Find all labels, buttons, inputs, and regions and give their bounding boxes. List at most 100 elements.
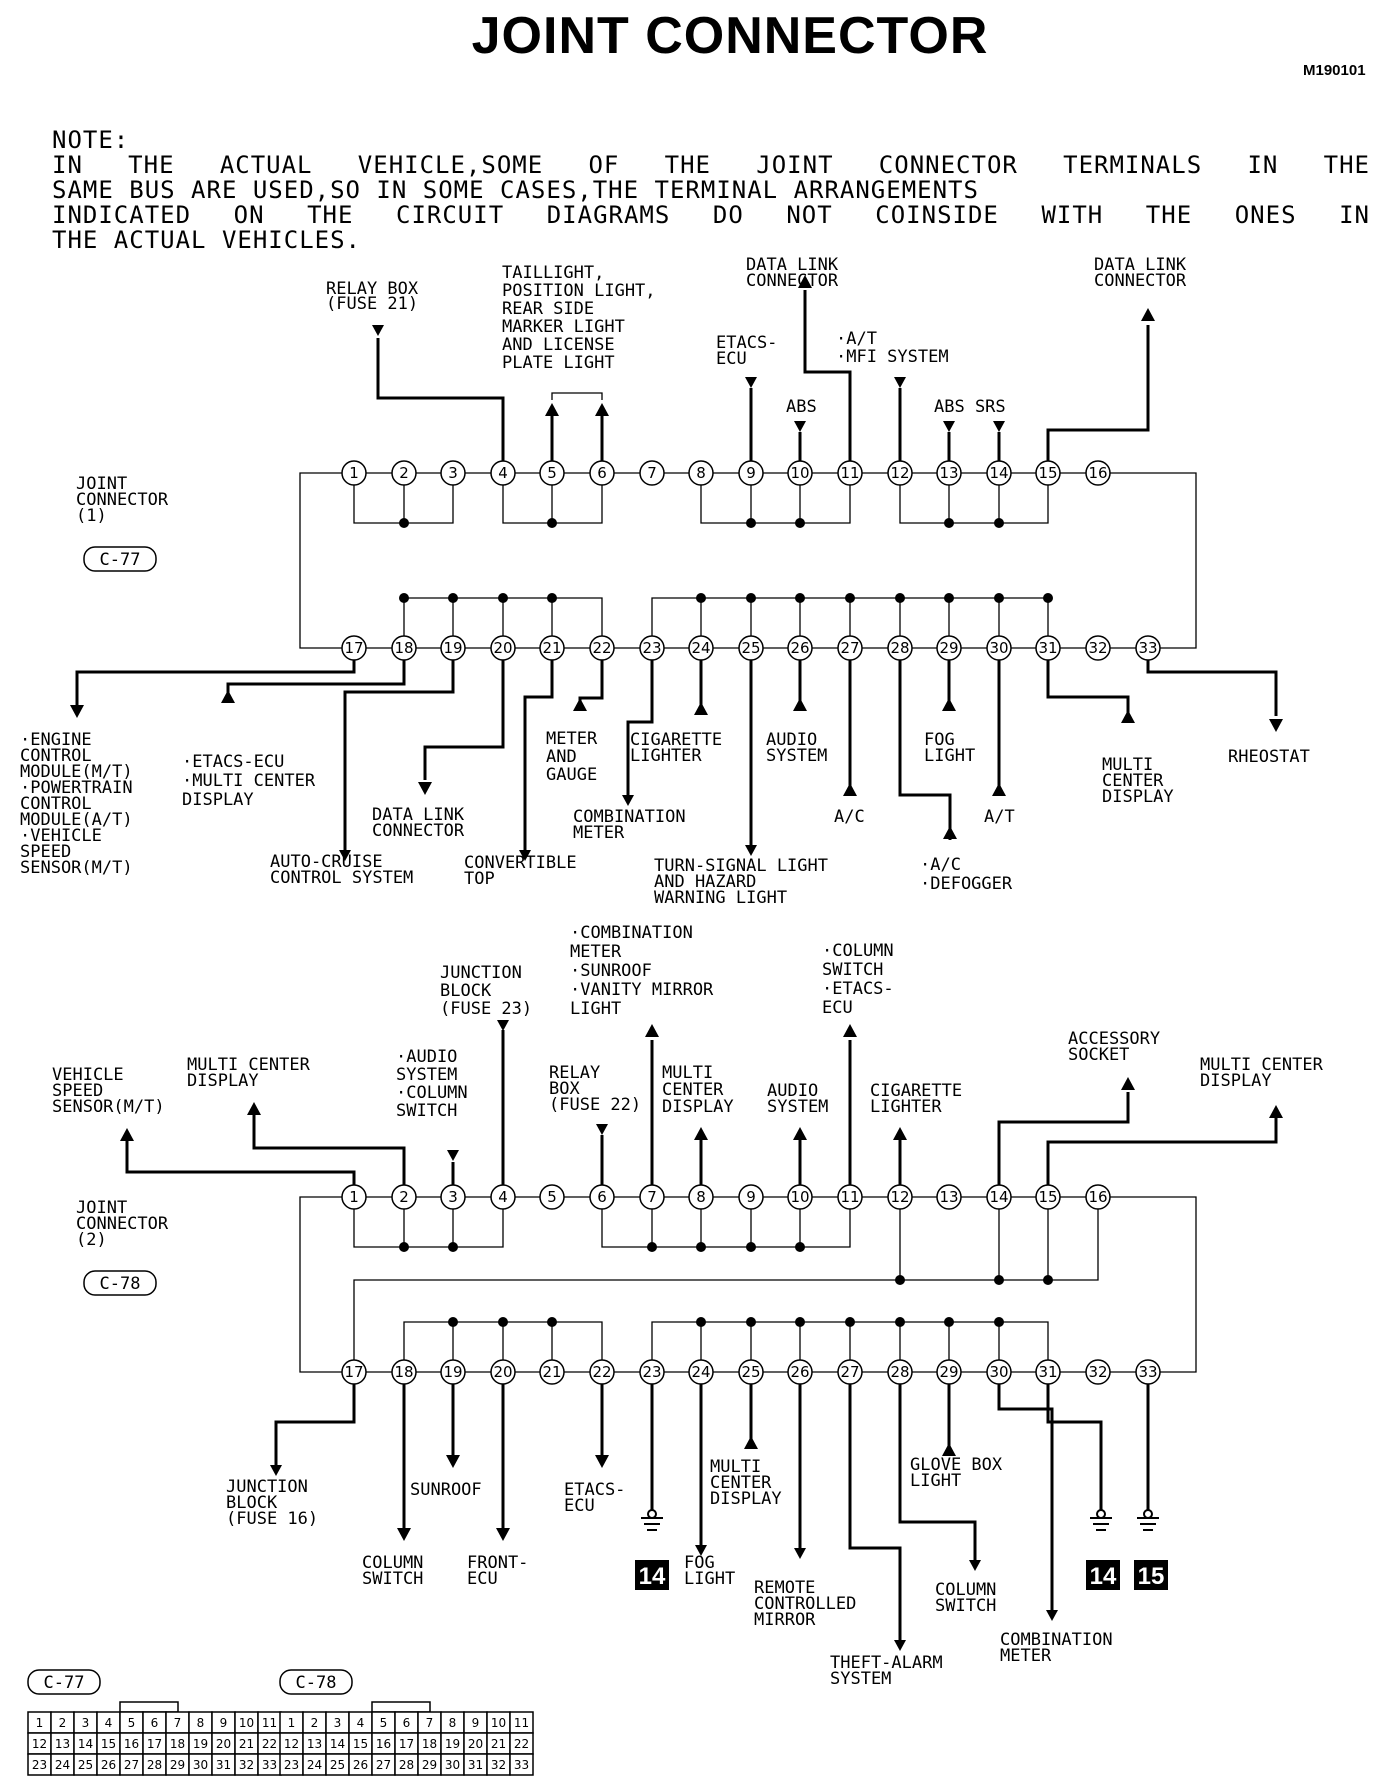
face-grid-number: 17 (399, 1737, 414, 1751)
terminal-pin (1085, 1184, 1111, 1210)
face-grid-number: 4 (357, 1716, 365, 1730)
terminal-number: 12 (890, 464, 909, 482)
taillight-bracket (551, 392, 603, 400)
connector-latch (119, 1701, 179, 1713)
label-rheostat: RHEOSTAT (1228, 747, 1310, 767)
face-grid-number: 24 (307, 1758, 322, 1772)
terminal-pin (539, 1359, 565, 1385)
terminal-number: 5 (547, 1188, 557, 1206)
ground-point-number: 14 (639, 1563, 666, 1590)
arrow-up-icon (1121, 1077, 1135, 1090)
face-grid-number: 16 (124, 1737, 139, 1751)
face-grid-number: 8 (449, 1716, 457, 1730)
terminal-number: 27 (840, 1363, 859, 1381)
terminal-pin (688, 460, 714, 486)
wire-ground-14b (1046, 1384, 1103, 1510)
wire-end-triangle-icon (447, 1150, 459, 1161)
face-grid-number: 28 (147, 1758, 162, 1772)
terminal-number: 7 (647, 1188, 657, 1206)
label-abs: ABS (786, 397, 817, 417)
bus-6-11 (601, 1209, 851, 1248)
wire-accessory (997, 1092, 1130, 1185)
connector-code: C-77 (100, 550, 141, 570)
terminal-number: 28 (890, 1363, 909, 1381)
face-grid-number: 14 (330, 1737, 345, 1751)
terminal-number: 21 (542, 1363, 561, 1381)
ground-point-badge (635, 1560, 669, 1590)
wire-meter (578, 660, 604, 710)
splice-dot (994, 518, 1004, 528)
arrow-up-icon (694, 1127, 708, 1140)
arrow-up-icon (798, 275, 812, 288)
wire-ac-defogger (898, 660, 952, 840)
wire-end-triangle-icon (695, 1545, 707, 1556)
face-grid-number: 3 (82, 1716, 90, 1730)
splice-dot (696, 1317, 706, 1327)
terminal-number: 25 (741, 639, 760, 657)
terminal-number: 13 (939, 1188, 958, 1206)
terminal-number: 9 (746, 464, 756, 482)
wire-relay-box (376, 338, 505, 461)
bus-8-11 (700, 485, 851, 524)
terminal-number: 26 (790, 1363, 809, 1381)
terminal-number: 27 (840, 639, 859, 657)
wire-end-triangle-icon (622, 795, 634, 806)
face-grid-number: 23 (32, 1758, 47, 1772)
terminal-number: 15 (1038, 1188, 1057, 1206)
face-grid-number: 21 (239, 1737, 254, 1751)
terminal-number: 16 (1088, 1188, 1107, 1206)
arrow-up-icon (120, 1128, 134, 1141)
wire-combination (626, 660, 654, 795)
arrow-up-icon (793, 698, 807, 711)
face-grid-number: 22 (514, 1737, 529, 1751)
bus-1-4 (353, 1209, 504, 1248)
connector-latch (371, 1701, 431, 1713)
terminal-number: 22 (592, 639, 611, 657)
connector-frame-left (299, 472, 342, 649)
face-grid-number: 29 (170, 1758, 185, 1772)
splice-dot (399, 593, 409, 603)
splice-dot (795, 518, 805, 528)
terminal-number: 12 (890, 1188, 909, 1206)
face-grid-number: 28 (399, 1758, 414, 1772)
terminal-number: 13 (939, 464, 958, 482)
arrow-up-icon (1121, 710, 1135, 723)
terminal-number: 5 (547, 464, 557, 482)
face-grid-number: 20 (468, 1737, 483, 1751)
terminal-number: 30 (989, 1363, 1008, 1381)
note-line-1: IN THE ACTUAL VEHICLE,SOME OF THE JOINT … (52, 151, 1370, 179)
wire-end-triangle-icon (339, 850, 351, 861)
wire-end-triangle-icon (894, 377, 906, 388)
terminal-number: 8 (696, 1188, 706, 1206)
face-grid-number: 10 (239, 1716, 254, 1730)
terminal-number: 29 (939, 639, 958, 657)
face-grid-number: 12 (284, 1737, 299, 1751)
ground-terminal-icon (647, 1509, 657, 1519)
terminal-number: 26 (790, 639, 809, 657)
terminal-number: 14 (989, 464, 1008, 482)
splice-dot (994, 593, 1004, 603)
wire-end-triangle-icon (993, 421, 1005, 432)
terminal-number: 20 (493, 639, 512, 657)
face-grid-number: 24 (55, 1758, 70, 1772)
terminal-number: 18 (394, 1363, 413, 1381)
arrow-down-icon (446, 1455, 460, 1468)
terminal-number: 17 (344, 1363, 363, 1381)
face-grid-number: 29 (422, 1758, 437, 1772)
splice-dot (399, 518, 409, 528)
arrow-down-icon (595, 1455, 609, 1468)
connector-frame-right (1110, 1196, 1197, 1373)
splice-dot (547, 518, 557, 528)
terminal-number: 7 (647, 464, 657, 482)
face-grid-number: 25 (330, 1758, 345, 1772)
terminal-number: 10 (790, 1188, 809, 1206)
splice-dot (944, 518, 954, 528)
face-grid-number: 33 (262, 1758, 277, 1772)
